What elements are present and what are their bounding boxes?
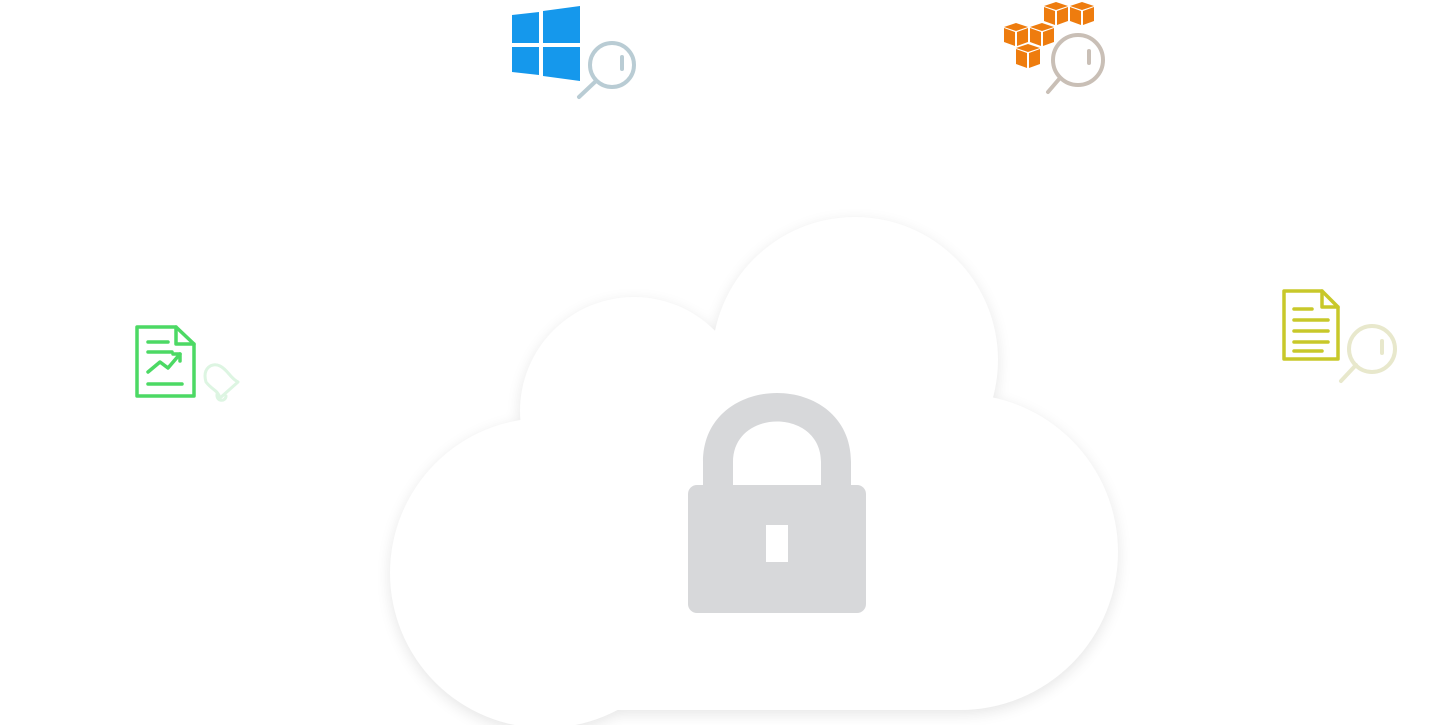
windows-logo-icon bbox=[512, 6, 580, 81]
bell-icon bbox=[203, 363, 240, 402]
cloud-shape bbox=[390, 217, 1118, 725]
text-document-icon bbox=[1282, 289, 1340, 361]
magnifier-icon bbox=[577, 41, 636, 99]
cloud-lock-illustration bbox=[390, 217, 1118, 725]
aws-search-icon bbox=[1004, 2, 1105, 94]
windows-search-icon bbox=[512, 6, 636, 99]
keyhole bbox=[766, 525, 788, 562]
aws-logo-icon bbox=[1004, 2, 1094, 68]
magnifier-icon bbox=[1339, 324, 1397, 383]
magnifier-icon bbox=[1046, 33, 1105, 94]
report-document-icon bbox=[135, 325, 196, 398]
document-search-icon bbox=[1282, 289, 1397, 383]
report-alert-icon bbox=[135, 325, 240, 402]
